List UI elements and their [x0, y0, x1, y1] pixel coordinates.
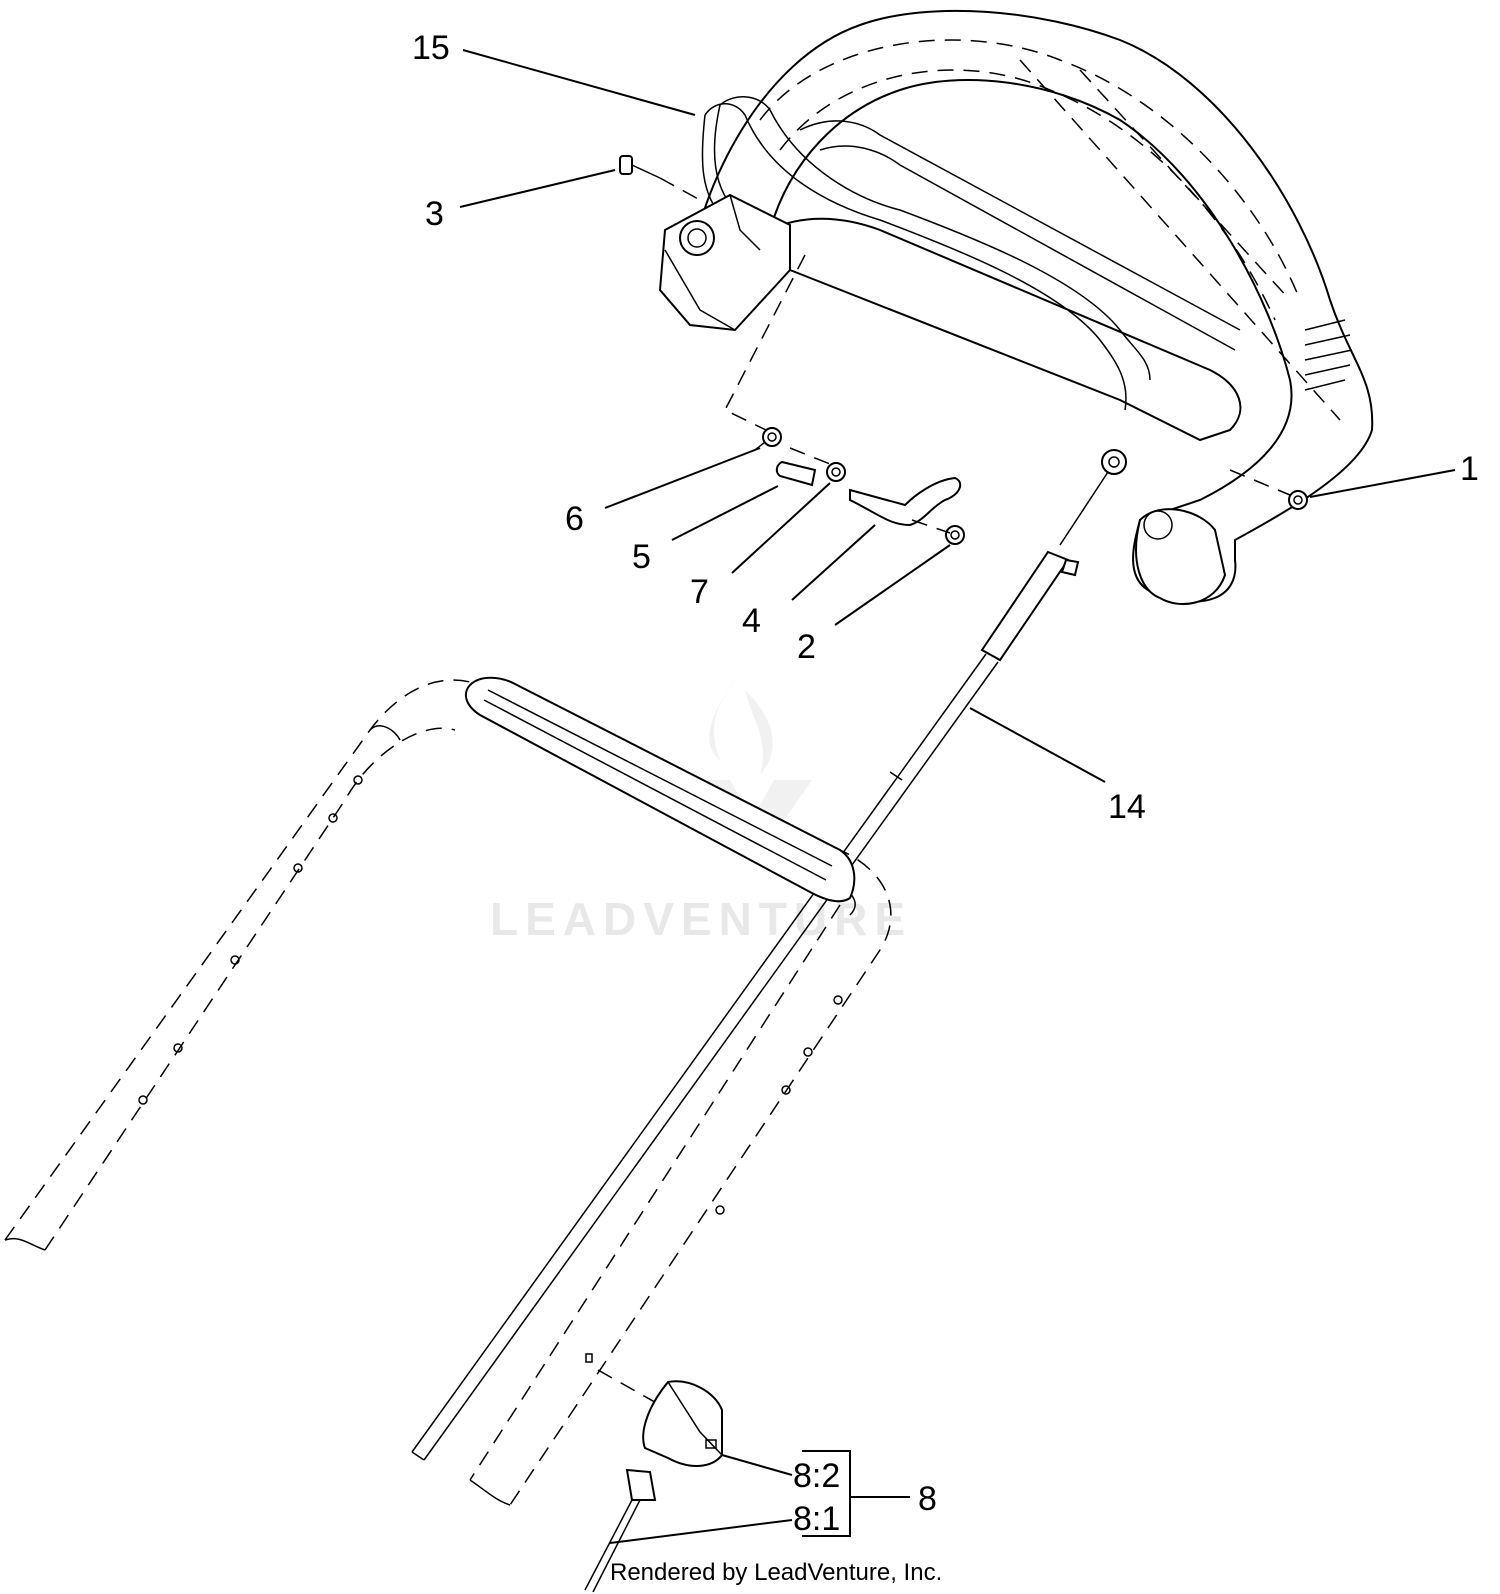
callout-8: 8 [918, 1480, 937, 1518]
callout-8-1: 8:1 [793, 1500, 840, 1538]
nut-part-1 [1288, 490, 1308, 510]
callout-5: 5 [632, 538, 651, 576]
upper-handle [658, 9, 1374, 605]
callout-1: 1 [1460, 450, 1479, 488]
bolt-part-3 [619, 155, 701, 201]
watermark-text: LEADVENTURE [490, 893, 912, 945]
vent-slots [1304, 319, 1353, 391]
callout-4: 4 [742, 602, 761, 640]
lever-assembly [754, 427, 965, 545]
switch-bracket-part-8-2 [597, 1369, 723, 1467]
leader-lines [459, 49, 1456, 1544]
callout-2: 2 [797, 628, 816, 666]
callout-7: 7 [690, 573, 709, 611]
assembly-line [723, 254, 806, 433]
handle-slot [585, 1353, 593, 1363]
callouts: 15 3 1 6 5 7 4 2 14 8:2 8:1 8 [412, 29, 1479, 1538]
callout-14: 14 [1108, 788, 1146, 826]
footer-credit: Rendered by LeadVenture, Inc. [610, 1559, 942, 1586]
handle-holes [138, 775, 843, 1215]
callout-15: 15 [412, 29, 450, 67]
callout-8-2: 8:2 [793, 1457, 840, 1495]
lower-handle [4, 676, 892, 1506]
cable-part-14 [411, 449, 1127, 1461]
key-part-8-1 [584, 1468, 657, 1593]
callout-6: 6 [565, 500, 584, 538]
assembly-line-right [1229, 469, 1291, 496]
callout-3: 3 [425, 195, 444, 233]
